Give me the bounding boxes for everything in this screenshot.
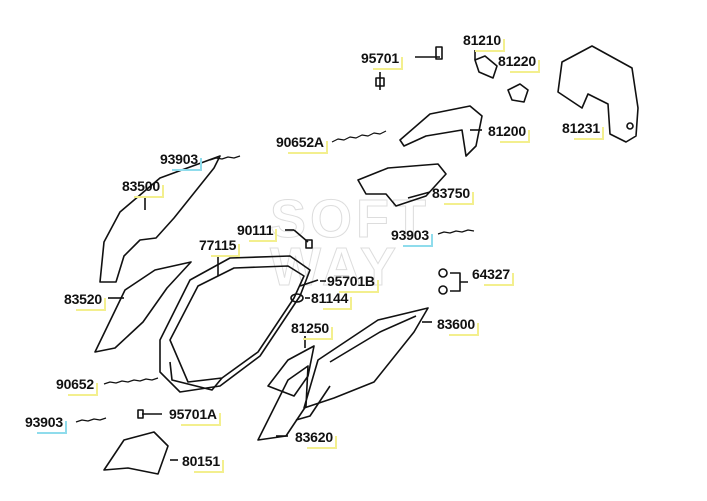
part-label-95701A[interactable]: 95701A <box>169 406 221 426</box>
part-label-93903-middle[interactable]: 93903 <box>391 227 433 247</box>
part-label-83500[interactable]: 83500 <box>122 178 164 198</box>
part-label-90652[interactable]: 90652 <box>56 376 98 396</box>
screw-set-90652-drawing <box>103 377 159 385</box>
screw-set-93903-middle-drawing <box>437 229 475 235</box>
part-label-90652A[interactable]: 90652A <box>276 134 328 154</box>
part-label-81210[interactable]: 81210 <box>463 32 505 52</box>
screw-set-93903-bottom-drawing <box>75 417 107 423</box>
part-label-83750[interactable]: 83750 <box>432 185 474 205</box>
part-label-95701B[interactable]: 95701B <box>327 273 379 293</box>
body-cover-83620-drawing <box>257 365 331 441</box>
part-label-81250[interactable]: 81250 <box>291 320 333 340</box>
bolt-95701B-drawing <box>299 279 326 287</box>
body-cover-83600-drawing <box>303 307 432 409</box>
bracket-81210-drawing <box>474 50 498 79</box>
part-label-64327[interactable]: 64327 <box>472 266 514 286</box>
part-label-81144[interactable]: 81144 <box>311 290 353 310</box>
carrier-bracket-81231-drawing <box>557 45 639 143</box>
inner-cover-83520-drawing <box>94 261 192 353</box>
part-label-83520[interactable]: 83520 <box>64 291 106 311</box>
part-label-83600[interactable]: 83600 <box>437 316 479 336</box>
part-label-81200[interactable]: 81200 <box>488 123 530 143</box>
part-label-83620[interactable]: 83620 <box>295 429 337 449</box>
part-label-93903-top[interactable]: 93903 <box>160 151 202 171</box>
screw-set-90652A-drawing <box>331 130 387 143</box>
part-label-81231[interactable]: 81231 <box>562 120 604 140</box>
cover-83750-drawing <box>357 163 447 207</box>
luggage-box-77115-drawing <box>159 255 311 393</box>
part-label-90111[interactable]: 90111 <box>237 222 278 242</box>
part-label-80151[interactable]: 80151 <box>182 453 224 473</box>
nuts-64327-drawing <box>438 268 468 295</box>
part-label-77115[interactable]: 77115 <box>199 237 241 257</box>
cover-80151-drawing <box>103 431 178 475</box>
part-label-81220[interactable]: 81220 <box>498 53 540 73</box>
part-label-93903-bottom[interactable]: 93903 <box>25 414 67 434</box>
bolt-90111-drawing <box>285 229 313 249</box>
bolt-95701A-drawing <box>137 409 162 419</box>
rear-grip-81200-drawing <box>399 105 483 157</box>
bracket-81220-drawing <box>507 83 529 103</box>
clip-81144-drawing <box>290 293 310 303</box>
bolt-95701-drawing <box>375 46 443 90</box>
side-cover-83500-drawing <box>99 155 221 283</box>
part-label-95701[interactable]: 95701 <box>361 50 403 70</box>
